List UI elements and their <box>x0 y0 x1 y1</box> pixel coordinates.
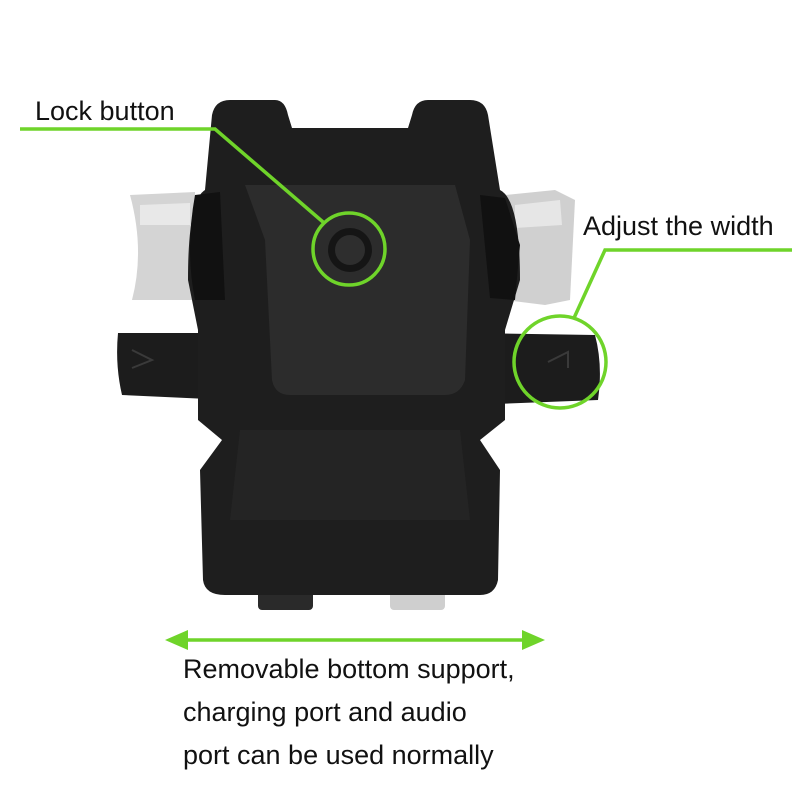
right-grip <box>480 195 520 300</box>
lock-highlight-circle <box>311 211 387 287</box>
bottom-caption-line-1: Removable bottom support, <box>183 654 515 684</box>
width-highlight-circle <box>512 314 608 410</box>
arrow-right-head <box>522 630 545 650</box>
bottom-caption-line-2: charging port and audio <box>183 697 467 727</box>
bottom-caption-line-3: port can be used normally <box>183 740 494 770</box>
right-grip-extension <box>505 190 575 305</box>
front-panel <box>245 185 470 395</box>
lower-panel <box>230 430 470 520</box>
left-grip-extension <box>130 192 195 300</box>
adjust-width-label: Adjust the width <box>583 211 774 241</box>
width-leader-line <box>572 248 792 319</box>
lock-button-label: Lock button <box>35 96 175 126</box>
lock-leader-line <box>20 127 325 224</box>
left-grip <box>190 192 225 300</box>
left-arrow-mark <box>131 349 155 369</box>
right-arrow-mark <box>547 350 569 368</box>
annotation-lines <box>20 127 792 642</box>
lock-button-cap <box>335 235 365 265</box>
arrow-left-head <box>165 630 188 650</box>
